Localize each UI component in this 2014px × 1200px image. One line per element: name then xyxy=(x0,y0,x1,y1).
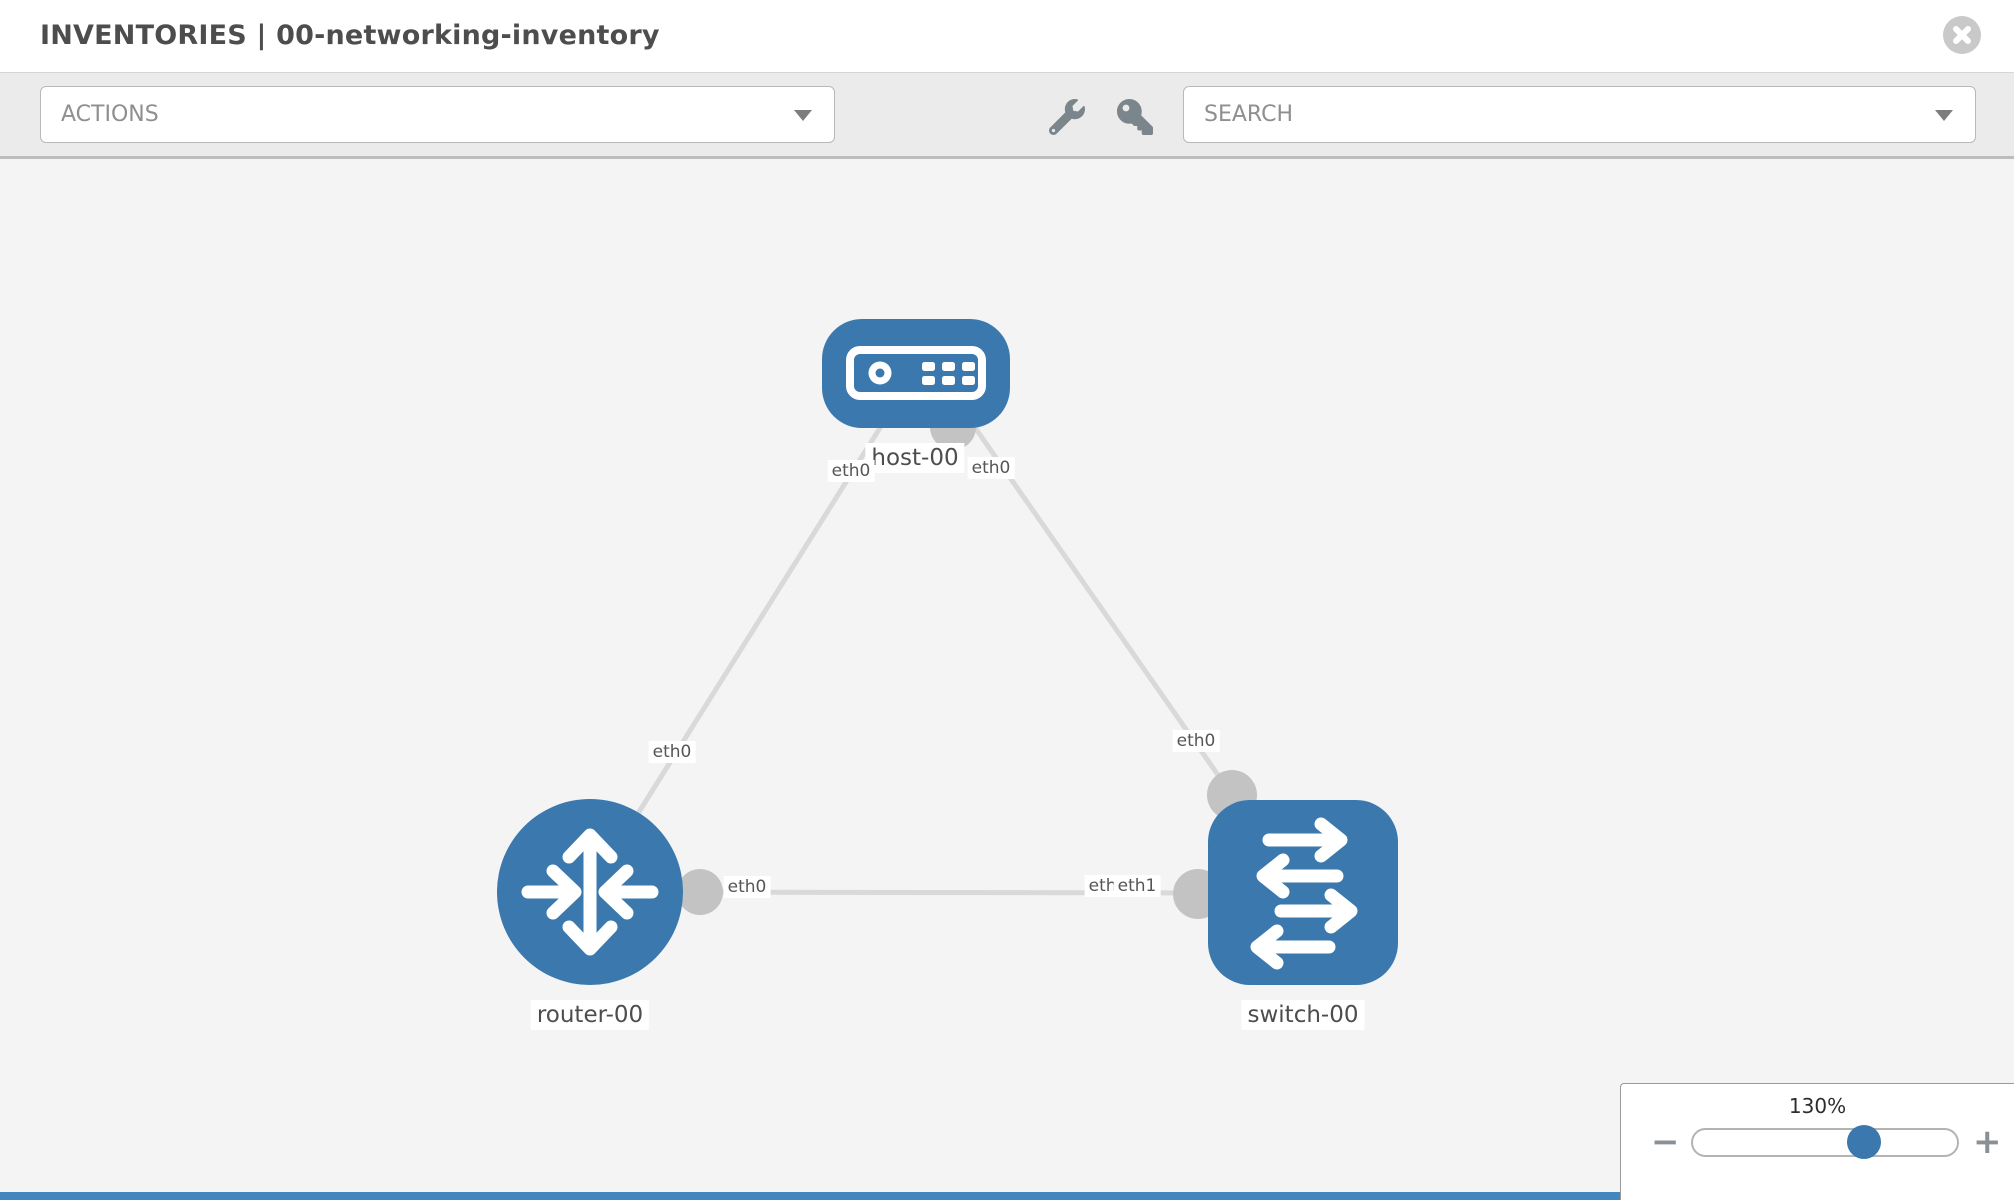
credentials-button[interactable] xyxy=(1115,97,1155,137)
node-host-00[interactable] xyxy=(822,319,1010,428)
search-placeholder: SEARCH xyxy=(1204,102,1294,127)
interface-label: eth0 xyxy=(967,457,1015,479)
zoom-slider-track[interactable] xyxy=(1691,1128,1959,1157)
port-router-eth0 xyxy=(677,869,723,915)
zoom-out-button[interactable]: − xyxy=(1651,1122,1680,1162)
interface-label: eth0 xyxy=(1172,730,1220,752)
interface-label: eth0 xyxy=(723,876,771,898)
zoom-in-button[interactable]: + xyxy=(1973,1122,2002,1162)
wrench-icon xyxy=(1049,99,1085,135)
link-host-router[interactable] xyxy=(597,402,898,876)
actions-dropdown[interactable]: ACTIONS xyxy=(40,86,835,143)
configure-button[interactable] xyxy=(1047,97,1087,137)
switch-icon xyxy=(1250,817,1358,970)
router-icon xyxy=(521,828,659,956)
node-label-host-00: host-00 xyxy=(865,443,965,473)
page-title: INVENTORIES | 00-networking-inventory xyxy=(40,20,660,51)
node-label-router-00: router-00 xyxy=(530,1000,650,1030)
key-icon xyxy=(1117,99,1153,135)
interface-label: eth0 xyxy=(827,460,875,482)
header: INVENTORIES | 00-networking-inventory xyxy=(0,0,2014,72)
bottom-accent-bar xyxy=(0,1192,1620,1200)
search-dropdown[interactable]: SEARCH xyxy=(1183,86,1976,143)
zoom-slider-thumb[interactable] xyxy=(1847,1125,1881,1159)
close-icon xyxy=(1953,26,1971,44)
chevron-down-icon xyxy=(1935,109,1953,121)
node-label-switch-00: switch-00 xyxy=(1241,1000,1365,1030)
chevron-down-icon xyxy=(794,109,812,121)
interface-label: eth0 xyxy=(648,741,696,763)
interface-label: eth1 xyxy=(1113,875,1161,897)
node-router-00[interactable] xyxy=(497,799,683,985)
toolbar: ACTIONS SEARCH xyxy=(0,72,2014,159)
actions-dropdown-label: ACTIONS xyxy=(61,102,159,127)
links xyxy=(597,397,1235,896)
zoom-percent-value: 130% xyxy=(1788,1094,1847,1118)
ports xyxy=(677,404,1257,919)
topology-canvas[interactable]: host-00 router-00 switch-00 eth0 eth0 et… xyxy=(0,159,2014,1200)
host-icon xyxy=(846,346,986,400)
zoom-control-panel: 130% − + xyxy=(1620,1083,2014,1200)
close-button[interactable] xyxy=(1943,16,1981,54)
node-switch-00[interactable] xyxy=(1208,800,1398,985)
